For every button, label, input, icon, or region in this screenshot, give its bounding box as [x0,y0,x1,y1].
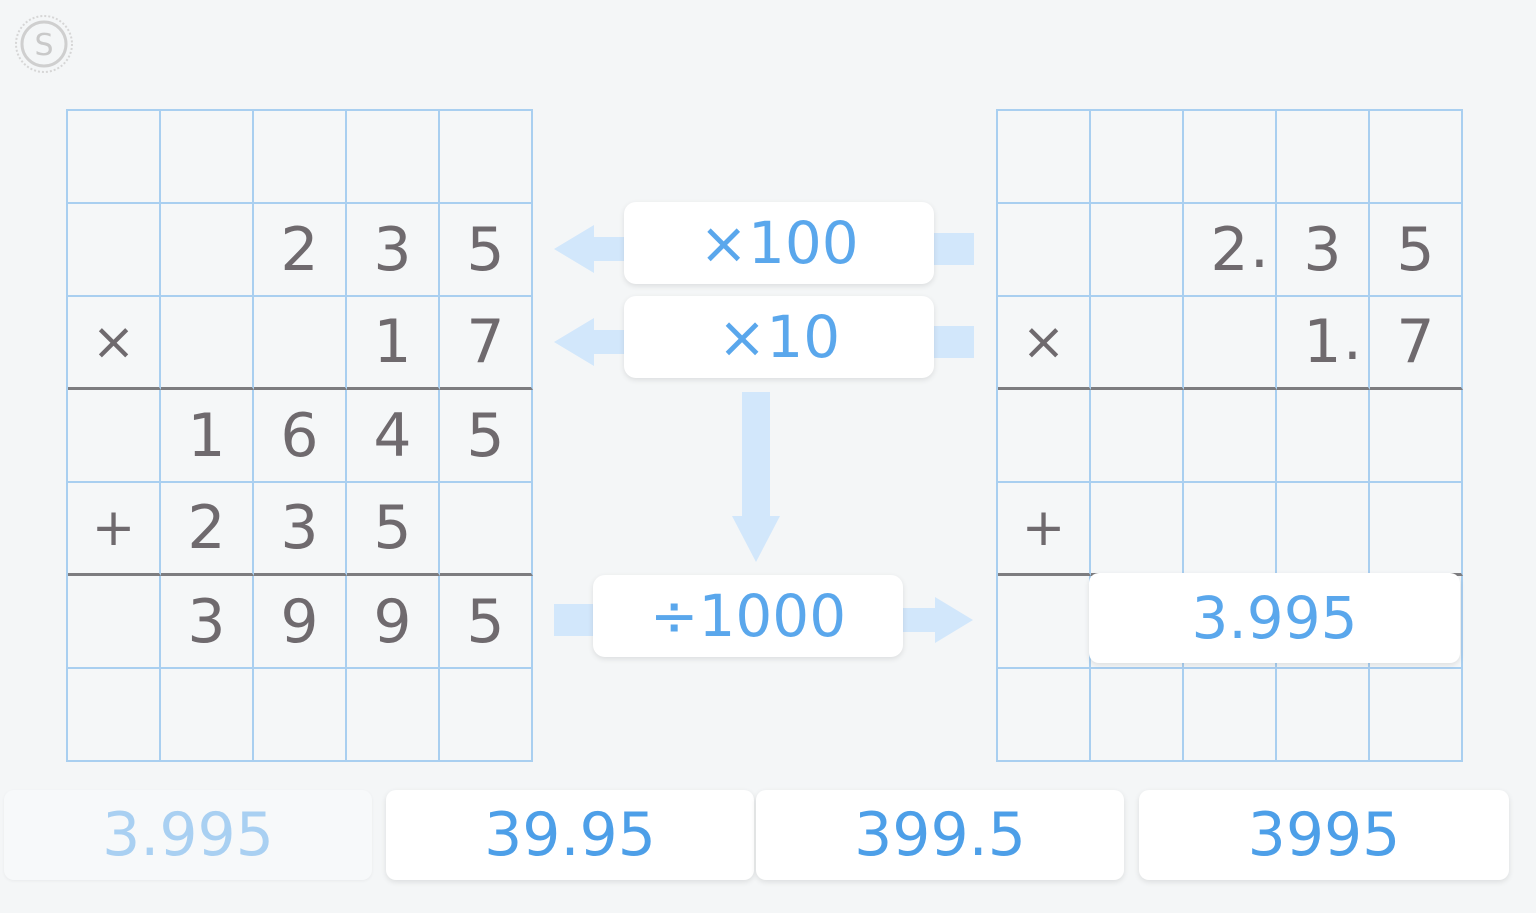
multiply-by-100-label: ×100 [624,202,934,284]
grid-cell [998,669,1091,762]
right-arrow-icon [903,597,973,643]
grid-cell [1091,204,1184,297]
grid-cell [68,390,161,483]
grid-cell: 5 [440,390,533,483]
grid-cell [440,669,533,762]
grid-cell: 2 [254,204,347,297]
grid-cell: 7 [1370,297,1463,390]
grid-cell [347,111,440,204]
grid-cell: 7 [440,297,533,390]
svg-text:S: S [34,28,53,63]
grid-cell [1091,297,1184,390]
grid-cell [1370,483,1463,576]
choice-button-2[interactable]: 39.95 [386,790,754,880]
grid-cell: 5 [1370,204,1463,297]
grid-cell [998,576,1091,669]
grid-cell: 1 [161,390,254,483]
grid-cell: 5 [347,483,440,576]
grid-cell: 6 [254,390,347,483]
grid-cell: 5 [440,204,533,297]
grid-cell [998,204,1091,297]
grid-cell [1277,669,1370,762]
grid-cell [254,297,347,390]
grid-cell: 4 [347,390,440,483]
grid-cell [998,390,1091,483]
choice-button-1[interactable]: 3.995 [4,790,372,880]
grid-cell: 3 [347,204,440,297]
grid-cell [1277,390,1370,483]
grid-cell [161,669,254,762]
grid-cell [1370,390,1463,483]
grid-cell [1091,111,1184,204]
grid-cell [1091,390,1184,483]
grid-cell: 5 [440,576,533,669]
grid-cell [440,483,533,576]
grid-cell: 3 [254,483,347,576]
multiply-sign: × [998,297,1091,390]
left-arrow-icon [554,318,624,366]
choice-button-3[interactable]: 399.5 [756,790,1124,880]
grid-cell [1091,483,1184,576]
grid-cell [161,204,254,297]
grid-cell: 2 [161,483,254,576]
grid-cell [1184,483,1277,576]
grid-cell [254,111,347,204]
decimal-point: . [1342,304,1362,374]
grid-cell: 3 [1277,204,1370,297]
grid-cell [440,111,533,204]
arrow-tail-icon [934,326,974,358]
grid-cell [1277,111,1370,204]
digit: 1 [1303,307,1342,377]
down-arrow-icon [732,392,780,562]
grid-cell: 9 [347,576,440,669]
grid-cell [1370,576,1463,669]
divide-by-1000-label: ÷1000 [593,575,903,657]
logo-icon: S [14,14,74,74]
arrow-tail-icon [554,604,594,636]
decimal-multiplication-grid: 2 . 3 5 × 1 . 7 + [996,109,1463,762]
integer-multiplication-grid: 2 3 5 × 1 7 1 6 4 5 + 2 3 5 3 9 9 5 [66,109,533,762]
grid-cell [161,111,254,204]
grid-cell [68,576,161,669]
plus-sign: + [68,483,161,576]
arrow-tail-icon [934,233,974,265]
digit: 2 [1210,214,1249,285]
grid-cell [1184,669,1277,762]
answer-result-box: 3.995 [1089,573,1460,663]
grid-cell [1370,669,1463,762]
grid-cell [254,669,347,762]
grid-cell [998,111,1091,204]
grid-cell [68,111,161,204]
grid-cell: 3 [161,576,254,669]
grid-cell: 9 [254,576,347,669]
grid-cell: 1 [347,297,440,390]
plus-sign: + [998,483,1091,576]
grid-cell [1184,297,1277,390]
grid-cell [347,669,440,762]
multiply-by-10-label: ×10 [624,296,934,378]
grid-cell [1184,390,1277,483]
grid-cell-with-decimal: 2 . [1184,204,1277,297]
grid-cell [68,669,161,762]
left-arrow-icon [554,225,624,273]
grid-cell [1091,669,1184,762]
grid-cell [1370,111,1463,204]
decimal-point: . [1249,212,1269,282]
grid-cell [68,204,161,297]
grid-cell [1277,483,1370,576]
choice-button-4[interactable]: 3995 [1139,790,1509,880]
grid-cell [161,297,254,390]
grid-cell [1184,111,1277,204]
multiply-sign: × [68,297,161,390]
grid-cell-with-decimal: 1 . [1277,297,1370,390]
